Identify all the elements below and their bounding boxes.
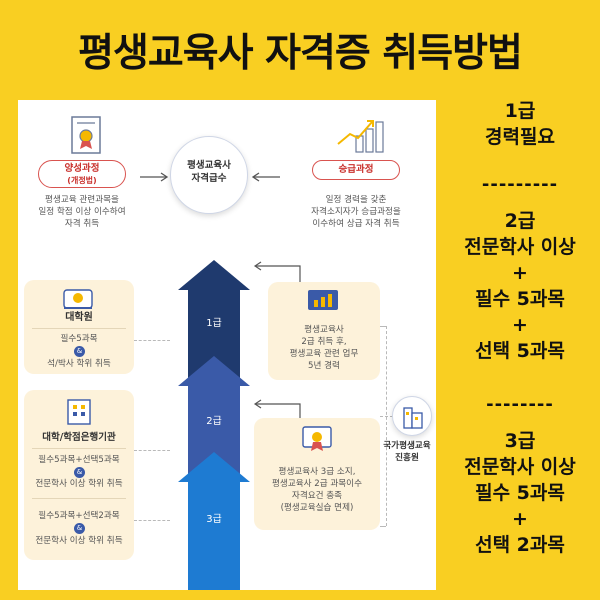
promotion-course-desc: 일정 경력을 갖춘 자격소지자가 승급과정을 이수하여 상급 자격 취득 <box>311 195 401 229</box>
grade-summary-sidebar: 1급 경력필요 --------- 2급 전문학사 이상 + 필수 5과목 + … <box>440 96 600 596</box>
growth-board-icon <box>308 290 338 310</box>
growth-chart-icon <box>337 120 384 153</box>
page-title: 평생교육사 자격증 취득방법 <box>78 31 523 76</box>
grade2-heading: 2급 <box>504 210 536 232</box>
diploma-icon <box>302 426 332 451</box>
grade2-requirement-box: 평생교육사 3급 소지, 평생교육사 2급 과목이수 자격요건 충족 (평생교육… <box>254 418 380 530</box>
building-icon <box>67 399 91 425</box>
divider-1: --------- <box>481 174 559 195</box>
grade3-label: 3급 <box>206 514 222 525</box>
and-icon: & <box>74 523 85 534</box>
promotion-bracket-1 <box>253 261 301 284</box>
training-course-badge: 양성과정 (개정법) <box>38 160 126 188</box>
grade3-line-3: 선택 2과목 <box>475 534 565 556</box>
grade1-label: 1급 <box>206 318 222 329</box>
training-course-desc: 평생교육 관련과목을 일정 학점 이상 이수하여 자격 취득 <box>38 195 126 229</box>
diagram-panel: 양성과정 (개정법) 평생교육 관련과목을 일정 학점 이상 이수하여 자격 취… <box>18 100 436 590</box>
university-title: 대학/학점은행기관 <box>42 432 116 443</box>
grade3-arrow <box>178 452 250 590</box>
univ-option-b-courses: 필수5과목+선택2과목 <box>38 511 120 521</box>
grade2-line-3: 선택 5과목 <box>475 340 565 362</box>
agency-circle <box>392 396 432 436</box>
grade3-line-1: 전문학사 이상 <box>464 456 576 478</box>
grade2-label: 2급 <box>206 416 222 427</box>
promotion-bracket-2 <box>253 399 301 422</box>
grade2-line-1: 전문학사 이상 <box>464 236 576 258</box>
left-arrow <box>140 172 169 182</box>
office-building-icon <box>403 407 423 429</box>
graduate-school-title: 대학원 <box>65 312 93 323</box>
agency-name: 국가평생교육 진흥원 <box>383 441 431 463</box>
grade3-heading: 3급 <box>504 430 536 452</box>
graduate-degree: 석/박사 학위 취득 <box>47 359 111 369</box>
grade1-requirement-box: 평생교육사 2급 취득 후, 평생교육 관련 업무 5년 경력 <box>268 282 380 380</box>
grade1-heading: 1급 <box>504 100 536 122</box>
univ-option-b-degree: 전문학사 이상 학위 취득 <box>35 536 123 546</box>
certificate-icon <box>71 116 101 154</box>
divider-2: -------- <box>486 394 554 415</box>
graduate-school-box: 대학원 필수5과목 & 석/박사 학위 취득 <box>24 280 134 374</box>
and-icon: & <box>74 346 85 357</box>
promotion-course-badge: 승급과정 <box>312 160 400 180</box>
certificate-grade-circle: 평생교육사 자격급수 <box>170 136 248 214</box>
univ-option-a-courses: 필수5과목+선택5과목 <box>38 455 120 465</box>
school-bell-icon <box>63 289 93 309</box>
right-arrow <box>251 172 280 182</box>
grade1-note: 경력필요 <box>485 126 555 148</box>
grade3-line-2: 필수 5과목 <box>475 482 565 504</box>
and-icon: & <box>74 467 85 478</box>
grade2-line-2: 필수 5과목 <box>475 288 565 310</box>
univ-option-a-degree: 전문학사 이상 학위 취득 <box>35 479 123 489</box>
graduate-required: 필수5과목 <box>60 334 98 344</box>
grade-arrows <box>178 260 250 590</box>
university-box: 대학/학점은행기관 필수5과목+선택5과목 & 전문학사 이상 학위 취득 필수… <box>24 390 134 560</box>
